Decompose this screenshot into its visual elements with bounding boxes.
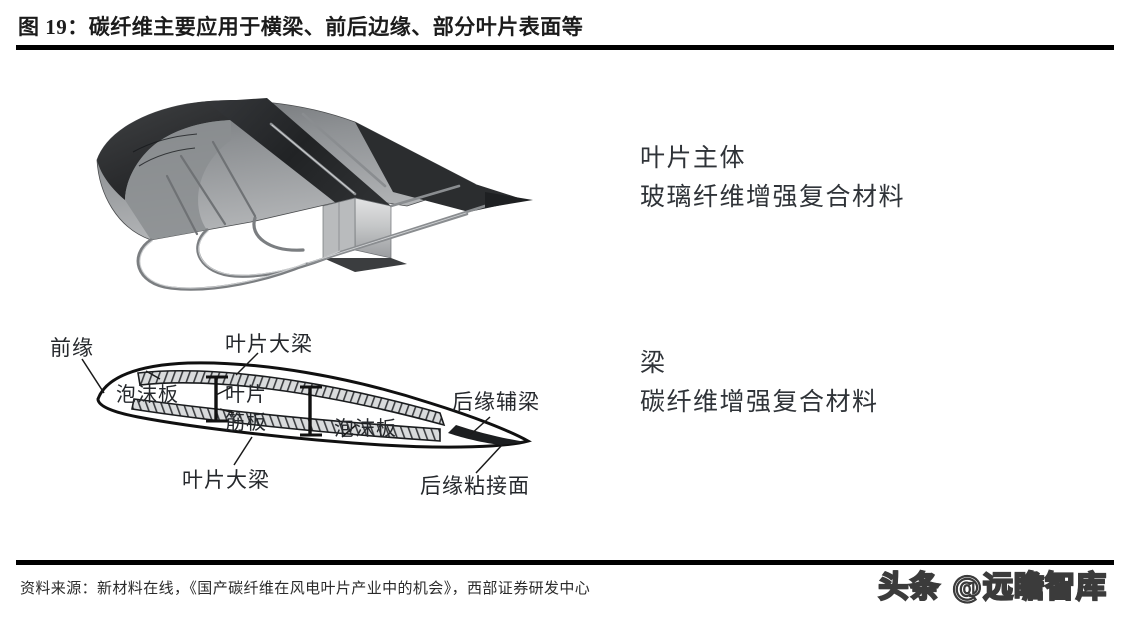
annotation-blade-body-line1: 叶片主体: [640, 145, 747, 172]
surface-seams: [132, 133, 198, 167]
label-spar-cap-top: 叶片大梁: [225, 332, 313, 356]
label-trailing-edge-aux-spar: 后缘辅梁: [452, 390, 540, 414]
upper-spar-cap-laminate: [137, 370, 446, 427]
figure-title: 图 19：碳纤维主要应用于横梁、前后边缘、部分叶片表面等: [18, 15, 584, 39]
lower-shell-sliver: [323, 258, 407, 272]
annotation-spar: 梁 碳纤维增强复合材料: [640, 345, 879, 423]
label-spar-cap-bottom: 叶片大梁: [182, 468, 270, 492]
figure-source: 资料来源：新材料在线，《国产碳纤维在风电叶片产业中的机会》，西部证券研发中心: [20, 581, 591, 597]
trailing-edge-aux-spar-shape: [448, 425, 526, 445]
trailing-edge-tip: [485, 192, 533, 208]
interior-ribs: [165, 140, 257, 236]
label-leading-edge: 前缘: [50, 336, 94, 360]
label-shear-web-1: 叶片: [225, 383, 267, 406]
blade-3d-illustration: [55, 88, 555, 303]
annotation-blade-body-line2: 玻璃纤维增强复合材料: [640, 184, 906, 211]
airfoil-cross-section-diagram: 前缘 叶片大梁 泡沫板 叶片 筋板 泡沫板 叶片大梁 后缘辅梁 后缘粘接面: [20, 325, 620, 515]
trailing-edge-band: [355, 122, 525, 212]
annotation-spar-line1: 梁: [640, 350, 667, 377]
shell-panel-secondary: [125, 120, 231, 240]
carbon-spar-cap-top: [207, 98, 391, 218]
stringers-highlight: [271, 124, 467, 264]
watermark: 头条 @远瞻智库: [877, 569, 1107, 606]
leader-lines: [81, 352, 503, 474]
shear-webs: [214, 377, 312, 435]
annotation-spar-line2: 碳纤维增强复合材料: [640, 389, 879, 416]
title-divider-rule: [16, 45, 1114, 50]
source-divider-rule: [16, 560, 1114, 565]
shear-web-flanges: [206, 375, 322, 437]
leading-edge-band: [97, 100, 237, 200]
shear-web-panel: [354, 197, 392, 259]
annotation-blade-body: 叶片主体 玻璃纤维增强复合材料: [640, 140, 905, 218]
label-trailing-edge-bond: 后缘粘接面: [420, 474, 530, 498]
label-foam-panel-rear: 泡沫板: [334, 417, 397, 440]
label-foam-panel-front: 泡沫板: [116, 383, 179, 406]
label-shear-web-2: 筋板: [225, 411, 267, 434]
rib-frames-highlight: [139, 230, 341, 289]
